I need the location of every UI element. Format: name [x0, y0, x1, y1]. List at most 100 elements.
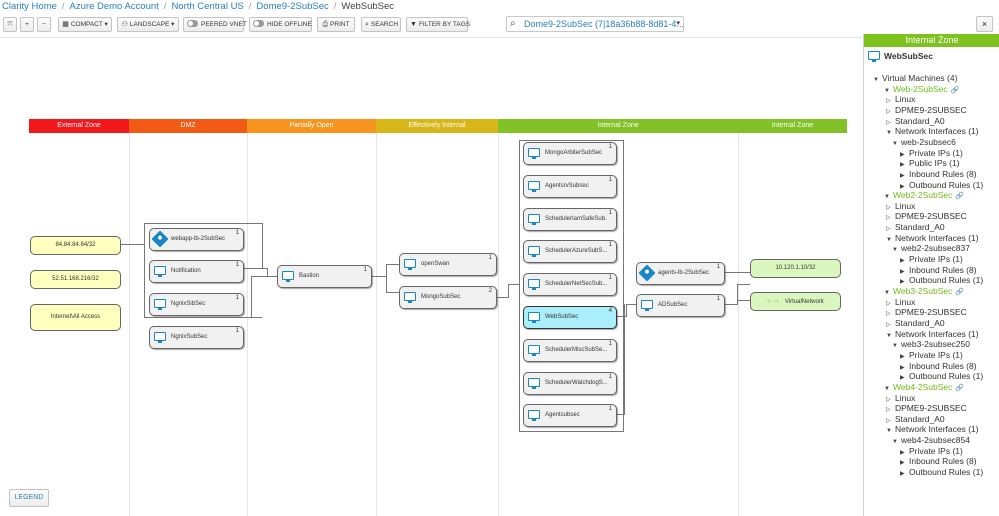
internal-node[interactable]: SchedulerWatchdogS...1	[523, 372, 617, 395]
tree-vm-item[interactable]: ▼Web2-2SubSec🔗	[884, 190, 964, 201]
tree-item[interactable]: ▶Outbound Rules (1)	[900, 371, 983, 382]
breadcrumb-vnet[interactable]: Dome9-2SubSec	[256, 1, 329, 12]
link-icon[interactable]: 🔗	[950, 86, 960, 94]
tree-item[interactable]: ▷Standard_A0	[886, 318, 945, 329]
zoom-out-button[interactable]: −	[37, 17, 51, 32]
expand-arrow-icon[interactable]: ▼	[892, 343, 898, 350]
breadcrumb-clarity-home[interactable]: Clarity Home	[2, 1, 57, 12]
internet-all-access-node[interactable]: Internet\All Access	[30, 304, 121, 331]
link-icon[interactable]: 🔗	[955, 384, 965, 392]
collapse-arrow-icon[interactable]: ▶	[900, 162, 905, 169]
tree-vm-item[interactable]: ▼Web4-2SubSec🔗	[884, 382, 964, 393]
virtual-network-node[interactable]: ‹···›VirtualNetwork	[750, 292, 841, 311]
compact-button[interactable]: ▦COMPACT ▾	[58, 17, 112, 32]
tree-vm-item[interactable]: ▼Web-2SubSec🔗	[884, 84, 959, 95]
link-icon[interactable]: 🔗	[955, 193, 965, 201]
tree-item[interactable]: ▷Standard_A0	[886, 116, 945, 127]
tree-item[interactable]: ▼Virtual Machines (4)	[873, 73, 957, 84]
collapse-arrow-icon[interactable]: ▶	[900, 183, 905, 190]
tree-vm-item[interactable]: ▼Web3-2SubSec🔗	[884, 286, 964, 297]
collapse-arrow-icon[interactable]: ▶	[900, 460, 905, 467]
breadcrumb-region[interactable]: North Central US	[171, 1, 244, 12]
tree-item[interactable]: ▷Linux	[886, 201, 915, 212]
collapse-arrow-icon[interactable]: ▶	[900, 449, 905, 456]
collapse-arrow-icon[interactable]: ▶	[900, 268, 905, 275]
expand-arrow-icon[interactable]: ▼	[886, 428, 892, 435]
tree-item[interactable]: ▶Outbound Rules (1)	[900, 180, 983, 191]
tree-item[interactable]: ▷Linux	[886, 297, 915, 308]
tree-item[interactable]: ▶Inbound Rules (8)	[900, 169, 977, 180]
tree-item[interactable]: ▷Linux	[886, 393, 915, 404]
tree-item[interactable]: ▷Standard_A0	[886, 414, 945, 425]
tree-item[interactable]: ▼web4-2subsec854	[892, 435, 970, 446]
zoom-in-button[interactable]: +	[20, 17, 34, 32]
collapse-arrow-icon[interactable]: ▷	[886, 215, 891, 222]
tree-item[interactable]: ▶Outbound Rules (1)	[900, 467, 983, 478]
tree-item[interactable]: ▶Private IPs (1)	[900, 446, 963, 457]
internal-node[interactable]: SchedulerNetSecSub...1	[523, 273, 617, 296]
peered-vnet-toggle[interactable]: PEERED VNET	[183, 17, 247, 32]
collapse-arrow-icon[interactable]: ▶	[900, 279, 905, 286]
filter-by-tags-button[interactable]: ▼FILTER BY TAGS	[406, 17, 470, 32]
collapse-arrow-icon[interactable]: ▷	[886, 98, 891, 105]
fit-to-screen-button[interactable]: ⤧	[3, 17, 17, 32]
tree-item[interactable]: ▷Standard_A0	[886, 222, 945, 233]
tree-item[interactable]: ▼Network Interfaces (1)	[886, 329, 979, 340]
tree-item[interactable]: ▷DPME9-2SUBSEC	[886, 105, 967, 116]
external-ip-node[interactable]: 84.84.84.84/32	[30, 236, 121, 255]
breadcrumb-account[interactable]: Azure Demo Account	[69, 1, 159, 12]
expand-arrow-icon[interactable]: ▼	[884, 290, 890, 296]
collapse-arrow-icon[interactable]: ▷	[886, 407, 891, 414]
collapse-arrow-icon[interactable]: ▷	[886, 204, 891, 211]
expand-arrow-icon[interactable]: ▼	[884, 385, 890, 392]
collapse-arrow-icon[interactable]: ▶	[900, 258, 905, 265]
expand-arrow-icon[interactable]: ▼	[892, 247, 898, 254]
legend-button[interactable]: LEGEND	[9, 489, 49, 507]
collapse-arrow-icon[interactable]: ▶	[900, 353, 905, 360]
tree-item[interactable]: ▼web3-2subsec250	[892, 339, 970, 350]
tree-item[interactable]: ▷DPME9-2SUBSEC	[886, 307, 967, 318]
collapse-arrow-icon[interactable]: ▶	[900, 364, 905, 371]
expand-arrow-icon[interactable]: ▼	[892, 140, 898, 147]
link-icon[interactable]: 🔗	[955, 289, 965, 296]
expand-arrow-icon[interactable]: ▼	[886, 130, 892, 137]
tree-item[interactable]: ▶Inbound Rules (8)	[900, 361, 977, 372]
collapse-arrow-icon[interactable]: ▷	[886, 417, 891, 424]
external-ip-node[interactable]: 52.51.168.216/32	[30, 270, 121, 289]
tree-item[interactable]: ▷DPME9-2SUBSEC	[886, 211, 967, 222]
tree-item[interactable]: ▶Private IPs (1)	[900, 148, 963, 159]
print-button[interactable]: ⎙PRINT	[317, 17, 355, 32]
tree-item[interactable]: ▶Inbound Rules (8)	[900, 265, 977, 276]
tree-item[interactable]: ▶Private IPs (1)	[900, 254, 963, 265]
expand-arrow-icon[interactable]: ▼	[886, 236, 892, 243]
close-button[interactable]: ×	[976, 16, 993, 32]
tree-item[interactable]: ▼web-2subsec6	[892, 137, 956, 148]
collapse-arrow-icon[interactable]: ▶	[900, 151, 905, 158]
tree-item[interactable]: ▶Public IPs (1)	[900, 158, 960, 169]
vnet-select[interactable]: ⌕ Dome9-2SubSec (7|18a36b88-8d81-4... ▾	[506, 16, 684, 32]
internal-node[interactable]: SchedulerAzureSubS...1	[523, 240, 617, 263]
tree-item[interactable]: ▶Outbound Rules (1)	[900, 275, 983, 286]
search-button[interactable]: ⌕SEARCH	[361, 17, 401, 32]
hide-offline-toggle[interactable]: HIDE OFFLINE	[249, 17, 312, 32]
collapse-arrow-icon[interactable]: ▷	[886, 108, 891, 115]
tree-item[interactable]: ▼Network Interfaces (1)	[886, 233, 979, 244]
tree-item[interactable]: ▷DPME9-2SUBSEC	[886, 403, 967, 414]
tree-item[interactable]: ▶Inbound Rules (8)	[900, 456, 977, 467]
collapse-arrow-icon[interactable]: ▷	[886, 226, 891, 233]
expand-arrow-icon[interactable]: ▼	[873, 77, 879, 83]
collapse-arrow-icon[interactable]: ▷	[886, 396, 891, 403]
tree-item[interactable]: ▼Network Interfaces (1)	[886, 424, 979, 435]
